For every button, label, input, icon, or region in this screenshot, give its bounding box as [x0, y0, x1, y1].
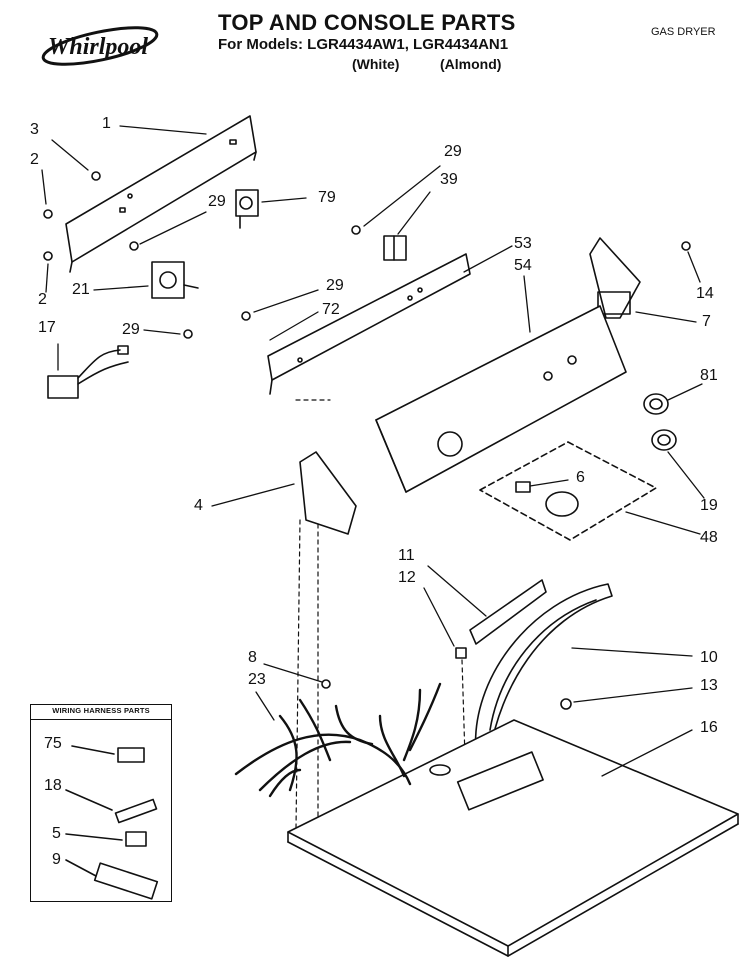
- part-81-knob: [643, 393, 669, 415]
- callout-79: 79: [318, 189, 336, 206]
- page-title: TOP AND CONSOLE PARTS: [218, 10, 516, 35]
- part-48-dashed-area: [479, 441, 657, 541]
- callout-21: 21: [72, 281, 90, 298]
- callout-29-d: 29: [122, 321, 140, 338]
- callout-4: 4: [194, 497, 203, 514]
- part-53-console-bar: [267, 253, 471, 395]
- callout-10: 10: [700, 649, 718, 666]
- part-16-top: [287, 719, 739, 957]
- callout-5: 5: [52, 825, 61, 842]
- part-6-knob: [515, 481, 579, 517]
- part-10-frame: [474, 583, 613, 753]
- appliance-type-label: GAS DRYER: [651, 26, 716, 38]
- console-panel: [375, 305, 627, 493]
- part-79-bracket: [235, 189, 259, 229]
- callout-18: 18: [44, 777, 62, 794]
- part-4-end-cap: [299, 451, 357, 535]
- inset-parts: [65, 745, 159, 900]
- part-23-wire-harness: [234, 682, 442, 798]
- callout-14: 14: [696, 285, 714, 302]
- part-12-bolt: [455, 647, 467, 659]
- callout-1: 1: [102, 115, 111, 132]
- part-1-back-panel: [65, 115, 257, 273]
- callout-29-a: 29: [208, 193, 226, 210]
- callout-81: 81: [700, 367, 718, 384]
- callout-6: 6: [576, 469, 585, 486]
- callout-53: 53: [514, 235, 532, 252]
- inset-title-divider: [30, 719, 172, 720]
- callout-39: 39: [440, 171, 458, 188]
- callout-3: 3: [30, 121, 39, 138]
- part-39-block: [383, 235, 407, 261]
- whirlpool-logo-swoosh: [41, 26, 159, 66]
- callout-16: 16: [700, 719, 718, 736]
- callout-23: 23: [248, 671, 266, 688]
- wiring-harness-inset: [30, 704, 172, 902]
- model-numbers: For Models: LGR4434AW1, LGR4434AN1: [218, 36, 509, 53]
- screw-hardware: [43, 171, 691, 689]
- callout-29-c: 29: [326, 277, 344, 294]
- color-white-label: (White): [352, 56, 400, 72]
- callout-8: 8: [248, 649, 257, 666]
- color-almond-label: (Almond): [440, 56, 502, 72]
- callout-9: 9: [52, 851, 61, 868]
- callout-2-top: 2: [30, 151, 39, 168]
- callout-11: 11: [398, 547, 415, 564]
- callout-75: 75: [44, 735, 62, 752]
- callout-12: 12: [398, 569, 416, 586]
- callout-72: 72: [322, 301, 340, 318]
- part-19-knob: [651, 429, 677, 451]
- callout-2-bottom: 2: [38, 291, 47, 308]
- part-11-bracket: [469, 579, 547, 645]
- callout-7: 7: [702, 313, 711, 330]
- callout-13: 13: [700, 677, 718, 694]
- brand-logo: Whirlpool: [48, 34, 149, 60]
- part-7-end-cap: [589, 237, 641, 319]
- leader-lines: [41, 125, 705, 777]
- callout-19: 19: [700, 497, 718, 514]
- callout-54: 54: [514, 257, 532, 274]
- callout-48: 48: [700, 529, 718, 546]
- part-13-screw: [560, 698, 572, 710]
- inset-title: WIRING HARNESS PARTS: [52, 706, 150, 715]
- part-21-timer: [151, 261, 199, 299]
- callout-29-b: 29: [444, 143, 462, 160]
- callout-17: 17: [38, 319, 56, 336]
- part-17-connector: [47, 345, 129, 399]
